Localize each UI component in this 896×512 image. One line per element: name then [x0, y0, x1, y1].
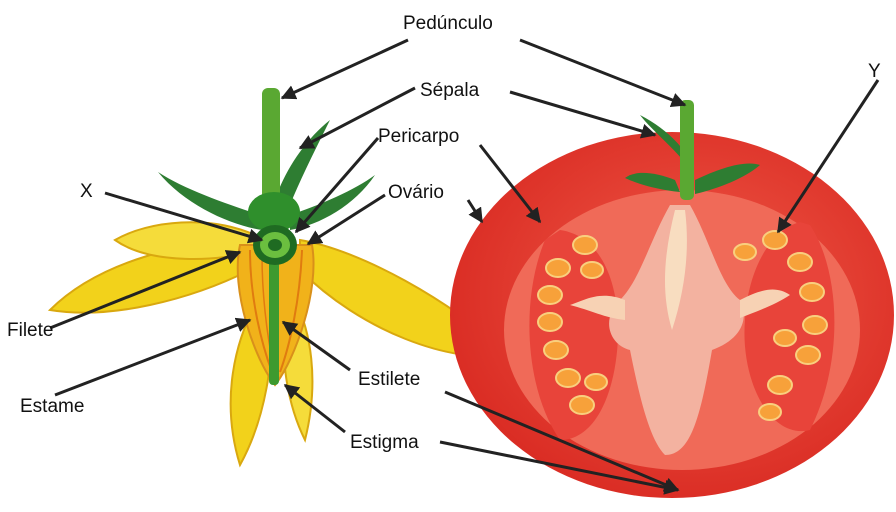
label-y: Y [868, 61, 881, 82]
label-ovary: Ovário [388, 182, 444, 203]
flower-style [269, 255, 279, 385]
seed [585, 374, 607, 390]
seed [544, 341, 568, 359]
seed [774, 330, 796, 346]
flower-stem [262, 88, 280, 208]
sepal-left [158, 172, 262, 230]
sepal-top [275, 120, 330, 205]
seed [796, 346, 820, 364]
tomato-illustration [450, 100, 894, 498]
arrow-peduncle-tomato [520, 40, 685, 105]
seed [556, 369, 580, 387]
label-x: X [80, 181, 93, 202]
seed [546, 259, 570, 277]
ovary-inner [268, 239, 282, 251]
arrow-stamen [55, 320, 250, 395]
label-stamen: Estame [20, 396, 84, 417]
arrow-peduncle-flower [282, 40, 408, 98]
seed [570, 396, 594, 414]
seed [803, 316, 827, 334]
label-filament: Filete [7, 320, 53, 341]
seed [763, 231, 787, 249]
seed [734, 244, 756, 260]
arrow-sepal-tomato [510, 92, 655, 135]
label-style: Estilete [358, 369, 420, 390]
arrow-ovary-tomato [468, 200, 482, 222]
seed [538, 286, 562, 304]
seed [573, 236, 597, 254]
seed [581, 262, 603, 278]
seed [538, 313, 562, 331]
seed [768, 376, 792, 394]
label-pericarp: Pericarpo [378, 126, 459, 147]
tomato-stem [680, 100, 694, 200]
seed [759, 404, 781, 420]
label-peduncle: Pedúnculo [403, 13, 493, 34]
label-stigma: Estigma [350, 432, 419, 453]
seed [800, 283, 824, 301]
sepal-right [290, 175, 375, 230]
label-sepal: Sépala [420, 80, 480, 101]
seed [788, 253, 812, 271]
